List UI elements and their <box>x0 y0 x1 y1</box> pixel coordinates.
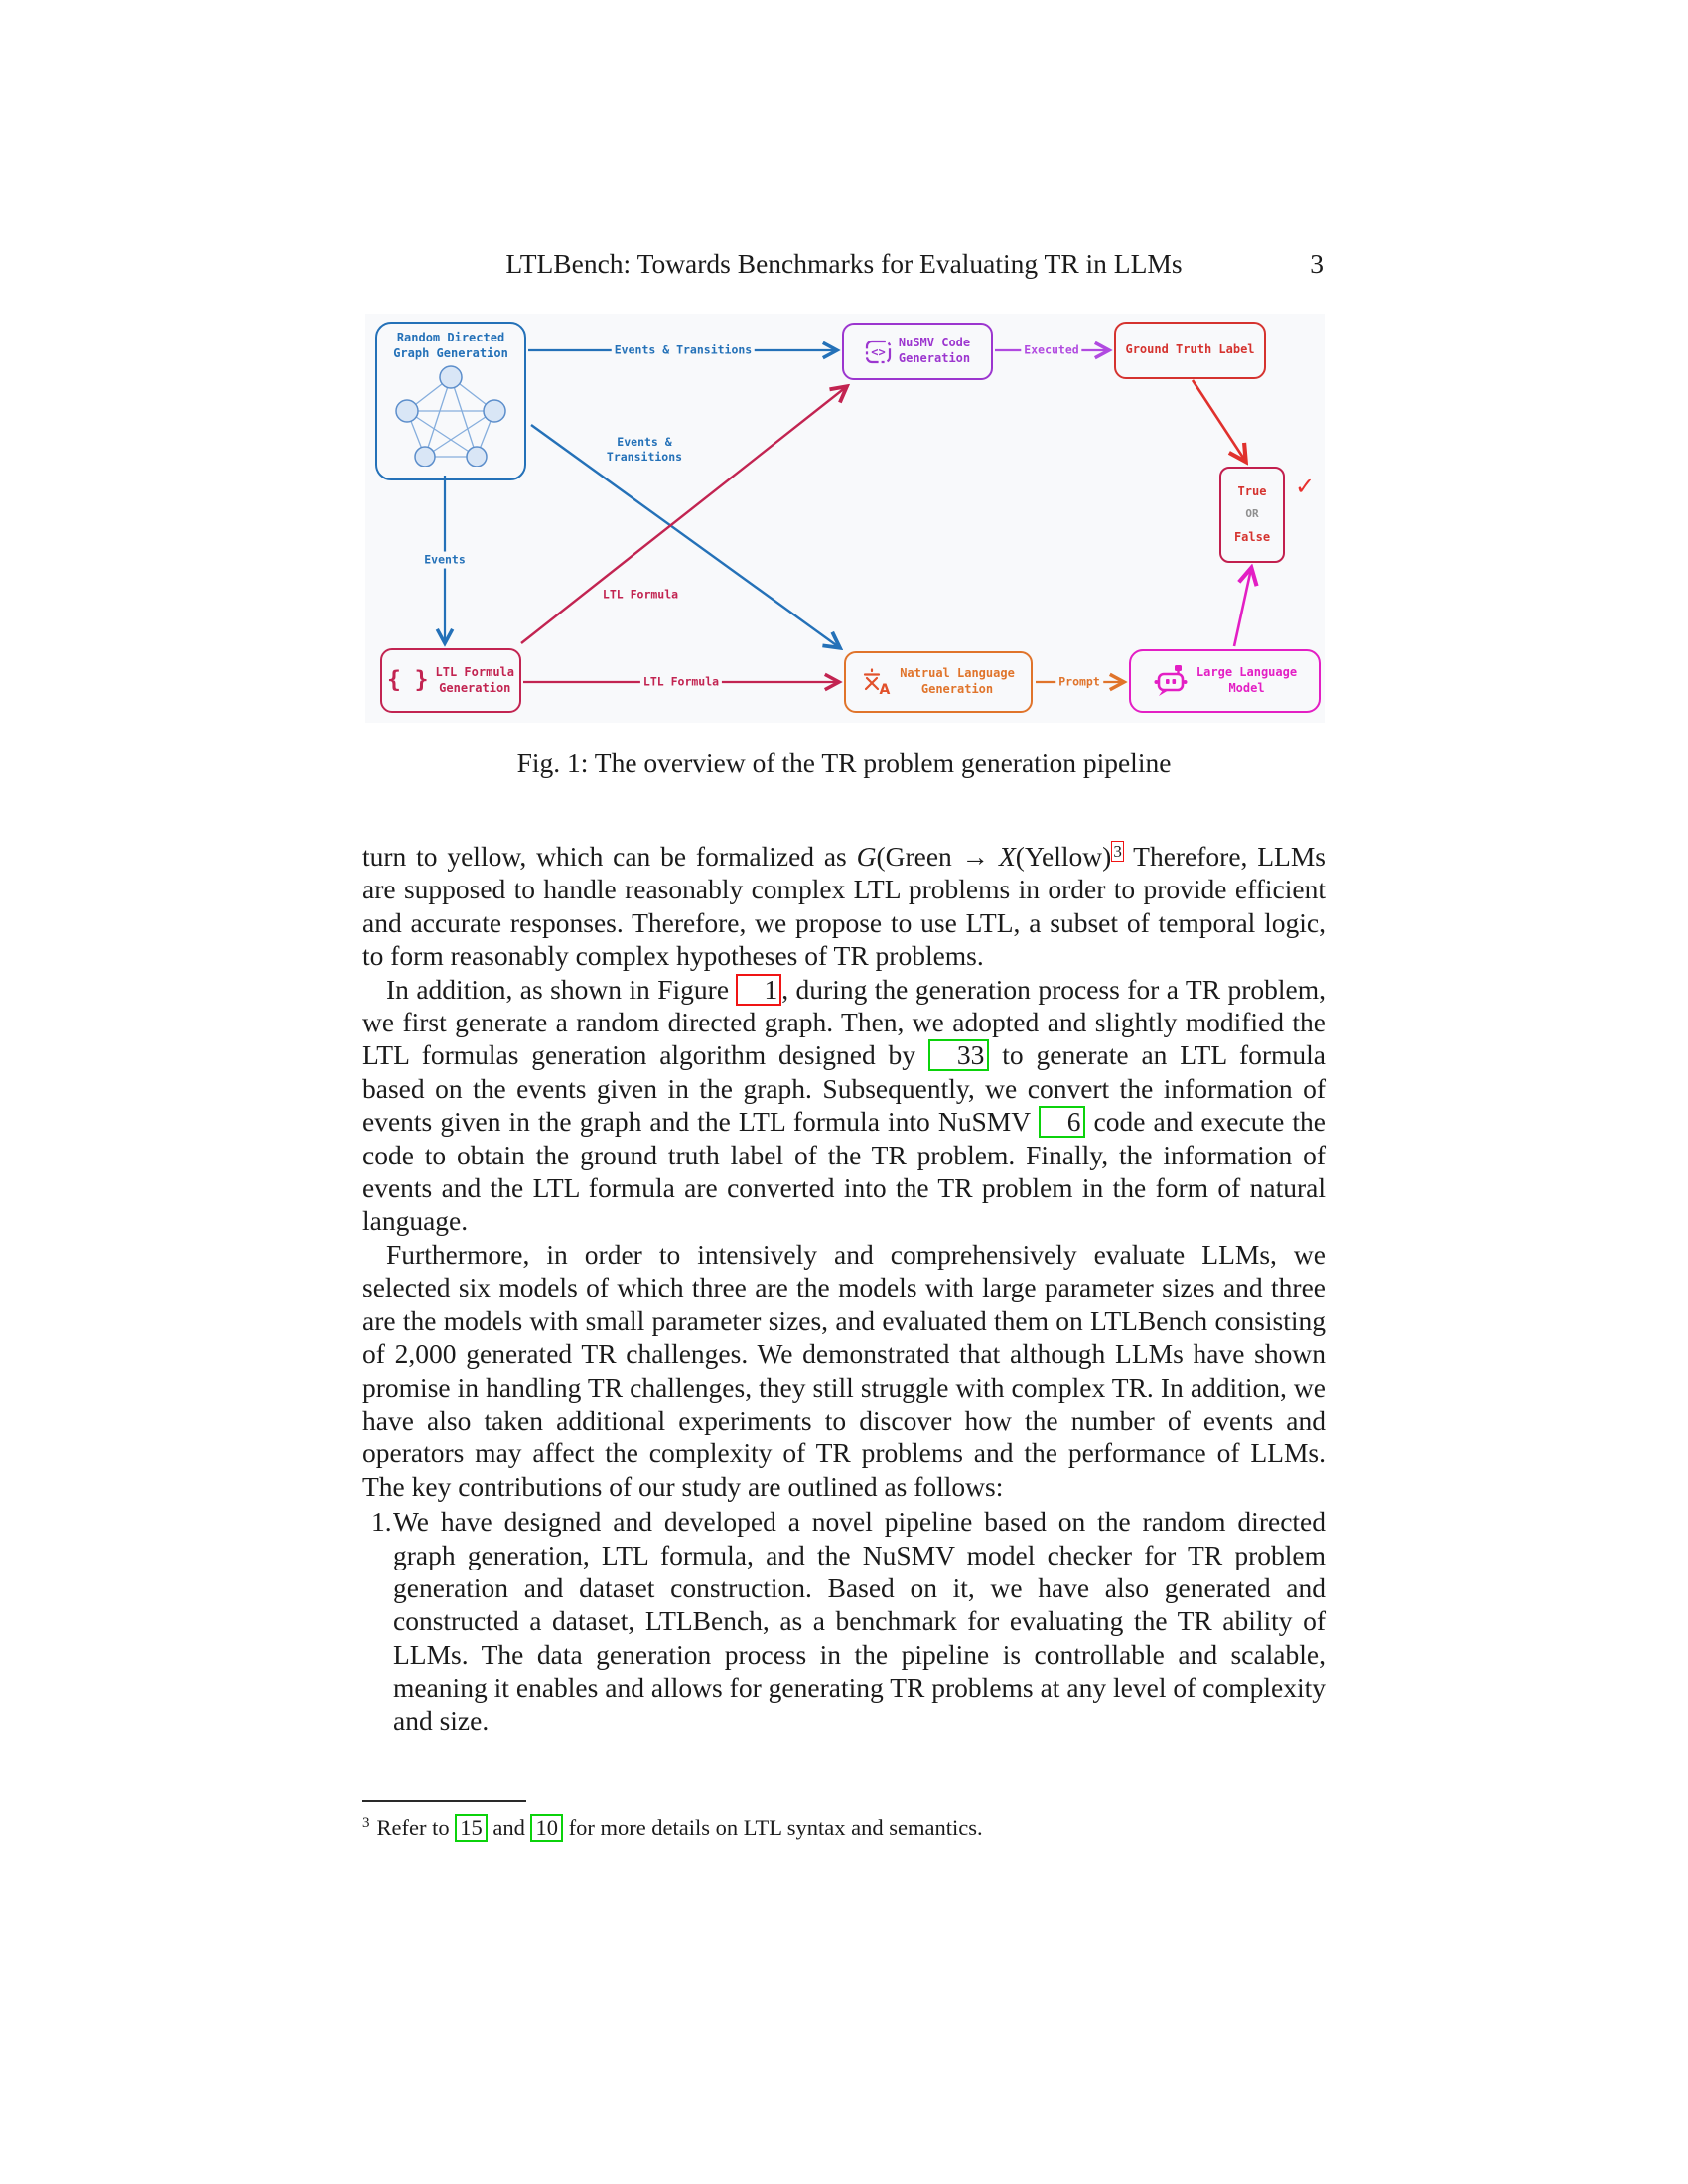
arrow-events-transitions-diagonal <box>530 424 839 647</box>
robot-chat-icon <box>1154 665 1188 696</box>
footnote-rule <box>362 1800 526 1802</box>
paragraph-1: turn to yellow, which can be formalized … <box>362 840 1326 973</box>
footnote-text: for more details on LTL syntax and seman… <box>562 1815 983 1840</box>
footnote-marker: 3 <box>362 1815 370 1831</box>
running-head-title: LTLBench: Towards Benchmarks for Evaluat… <box>505 248 1183 279</box>
node-label: Ground Truth Label <box>1125 342 1255 357</box>
para2-text: to generate an LTL formula based on the … <box>362 1039 1326 1138</box>
node-random-directed-graph-generation: Random Directed Graph Generation <box>375 322 526 480</box>
figure-1-link[interactable]: 1 <box>736 973 782 1006</box>
math-X: X <box>998 841 1016 872</box>
node-label: Random Directed Graph Generation <box>393 331 508 360</box>
edge-label-events-transitions-diagonal: Events & Transitions <box>603 434 686 466</box>
node-large-language-model: Large Language Model <box>1129 649 1321 713</box>
node-true-or-false: True OR False <box>1219 467 1285 563</box>
para2-text: code and execute the code to obtain the … <box>362 1106 1326 1237</box>
body-text: turn to yellow, which can be formalized … <box>362 840 1326 1737</box>
node-ground-truth-label: Ground Truth Label <box>1114 322 1266 379</box>
node-label: NuSMV Code Generation <box>898 336 971 365</box>
svg-text:A: A <box>880 682 891 697</box>
figure-1-pipeline-diagram: Random Directed Graph Generation <> <box>365 314 1325 723</box>
arrow-llm-to-truefalse <box>1232 569 1251 647</box>
running-head: LTLBench: Towards Benchmarks for Evaluat… <box>362 248 1326 282</box>
arrow-ltl-formula-diagonal <box>520 387 846 644</box>
footnote-3-link[interactable]: 3 <box>1111 841 1124 862</box>
footnote-text: Refer to <box>376 1815 456 1840</box>
node-label: LTL Formula Generation <box>435 664 515 695</box>
edge-label-events-transitions-top: Events & Transitions <box>611 341 756 359</box>
paragraph-2: In addition, as shown in Figure 1, durin… <box>362 973 1326 1238</box>
translate-icon: A <box>864 668 891 697</box>
citation-15-link[interactable]: 15 <box>455 1814 488 1842</box>
edge-label-executed: Executed <box>1021 341 1082 359</box>
pentagon-graph-icon <box>395 365 506 468</box>
node-ltl-formula-generation: { } LTL Formula Generation <box>380 648 521 713</box>
or-label: OR <box>1245 507 1259 521</box>
footnote-text: and <box>487 1815 531 1840</box>
edge-label-ltl-formula-diagonal: LTL Formula <box>599 586 682 604</box>
svg-text:<>: <> <box>871 345 885 359</box>
node-label: Natrual Language Generation <box>900 666 1015 696</box>
edge-label-events: Events <box>421 551 469 569</box>
citation-10-link[interactable]: 10 <box>530 1814 563 1842</box>
page-number: 3 <box>1310 248 1324 279</box>
node-nusmv-code-generation: <> NuSMV Code Generation <box>842 323 993 380</box>
check-icon: ✓ <box>1295 473 1316 500</box>
edge-label-ltl-formula-bottom: LTL Formula <box>639 673 723 691</box>
para1-text: turn to yellow, which can be formalized … <box>362 841 857 872</box>
braces-icon: { } <box>386 667 429 693</box>
para2-text: In addition, as shown in Figure <box>386 973 737 1005</box>
math-G: G <box>856 841 877 872</box>
para1-text: (Green → <box>876 841 999 872</box>
para1-text: Therefore, LLMs are supposed to handle r… <box>362 841 1326 972</box>
citation-6-link[interactable]: 6 <box>1038 1106 1086 1139</box>
paragraph-3: Furthermore, in order to intensively and… <box>362 1238 1326 1502</box>
true-label: True <box>1237 483 1267 498</box>
node-natural-language-generation: A Natrual Language Generation <box>844 651 1033 713</box>
list-number: 1. <box>371 1506 392 1538</box>
arrow-groundtruth-to-truefalse <box>1191 379 1245 461</box>
contribution-list-item-1: 1. We have designed and developed a nove… <box>362 1505 1326 1737</box>
false-label: False <box>1233 529 1271 544</box>
code-icon: <> <box>865 340 891 363</box>
edge-label-prompt: Prompt <box>1055 673 1103 691</box>
footnote-3: 3 Refer to 15 and 10 for more details on … <box>362 1809 1326 1842</box>
para1-text: (Yellow) <box>1015 841 1112 872</box>
citation-33-link[interactable]: 33 <box>927 1039 990 1072</box>
list-item-text: We have designed and developed a novel p… <box>393 1506 1326 1736</box>
para2-text: , during the generation process for a TR… <box>362 973 1327 1071</box>
figure-caption: Fig. 1: The overview of the TR problem g… <box>516 748 1172 778</box>
node-label: Large Language Model <box>1196 665 1298 695</box>
